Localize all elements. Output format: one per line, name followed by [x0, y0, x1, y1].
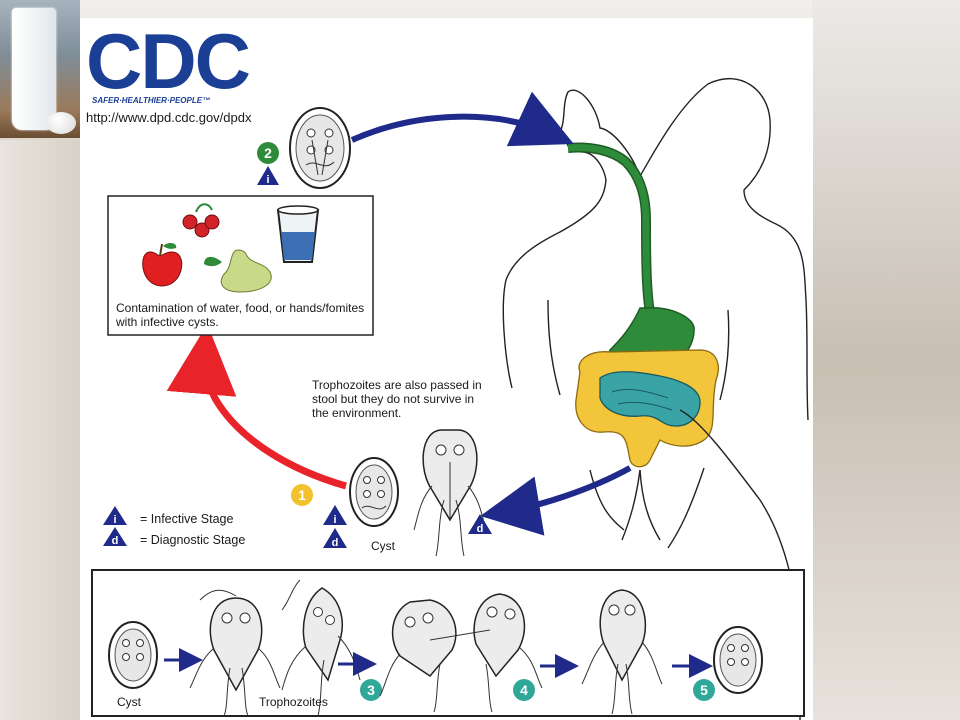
infective-symbol-cyst: i	[323, 505, 347, 526]
legend-diagnostic-label: = Diagnostic Stage	[140, 533, 246, 547]
svg-text:2: 2	[264, 145, 272, 161]
ingestion-arrow	[350, 91, 574, 147]
diagnostic-symbol-trophozoite: d	[468, 514, 492, 535]
svg-text:5: 5	[700, 682, 708, 698]
cdc-tagline: SAFER·HEALTHIER·PEOPLE™	[92, 96, 210, 105]
svg-text:i: i	[333, 514, 336, 526]
cyst-label-bottom: Cyst	[117, 695, 141, 709]
svg-text:d: d	[112, 535, 119, 547]
trophozoite-note: Trophozoites are also passed in stool bu…	[312, 378, 482, 420]
trophozoite-dividing	[281, 579, 361, 717]
svg-text:i: i	[113, 514, 116, 526]
excretion-arrow	[480, 465, 632, 536]
svg-text:d: d	[332, 537, 339, 549]
legend-infective-symbol: i	[103, 506, 127, 526]
step-2-badge: 2	[257, 142, 279, 164]
cdc-logo-text: CDC	[86, 17, 250, 105]
apple-icon	[142, 242, 183, 287]
cyst-diagnostic	[349, 457, 399, 527]
step-4-badge: 4	[513, 679, 535, 701]
background-right-band	[812, 0, 960, 720]
infective-symbol-top: i	[257, 166, 279, 186]
svg-text:1: 1	[298, 487, 306, 503]
cyst-bottom-right	[713, 626, 763, 694]
step-1-badge: 1	[291, 484, 313, 506]
cyst-infective-top	[289, 107, 351, 189]
diagnostic-symbol-cyst: d	[323, 528, 347, 549]
source-url[interactable]: http://www.dpd.cdc.gov/dpdx	[86, 110, 252, 125]
trophozoites-label: Trophozoites	[259, 695, 328, 709]
raspberry-icon	[182, 203, 220, 238]
svg-text:i: i	[266, 174, 269, 186]
trophozoite-excysting	[189, 589, 281, 717]
digestive-tract	[567, 142, 801, 720]
cyst-bottom-left	[108, 621, 158, 689]
milk-glass-photo	[0, 0, 80, 138]
contamination-arrow	[166, 324, 347, 490]
trophozoite-diagnostic	[413, 429, 487, 557]
trophozoite-binary-fission	[379, 593, 543, 713]
egg-image	[46, 112, 76, 134]
svg-text:d: d	[477, 523, 484, 535]
step-5-badge: 5	[693, 679, 715, 701]
water-glass-icon	[276, 205, 320, 263]
contamination-caption: Contamination of water, food, or hands/f…	[116, 301, 365, 329]
svg-text:3: 3	[367, 682, 375, 698]
pear-icon	[204, 249, 272, 293]
cyst-label: Cyst	[371, 539, 395, 553]
trophozoite-single	[581, 589, 663, 715]
step-3-badge: 3	[360, 679, 382, 701]
legend-infective-label: = Infective Stage	[140, 512, 234, 526]
svg-text:4: 4	[520, 682, 528, 698]
milk-glass-image	[12, 8, 56, 130]
legend-diagnostic-symbol: d	[103, 527, 127, 547]
cdc-logo: CDC SAFER·HEALTHIER·PEOPLE™	[80, 17, 255, 110]
